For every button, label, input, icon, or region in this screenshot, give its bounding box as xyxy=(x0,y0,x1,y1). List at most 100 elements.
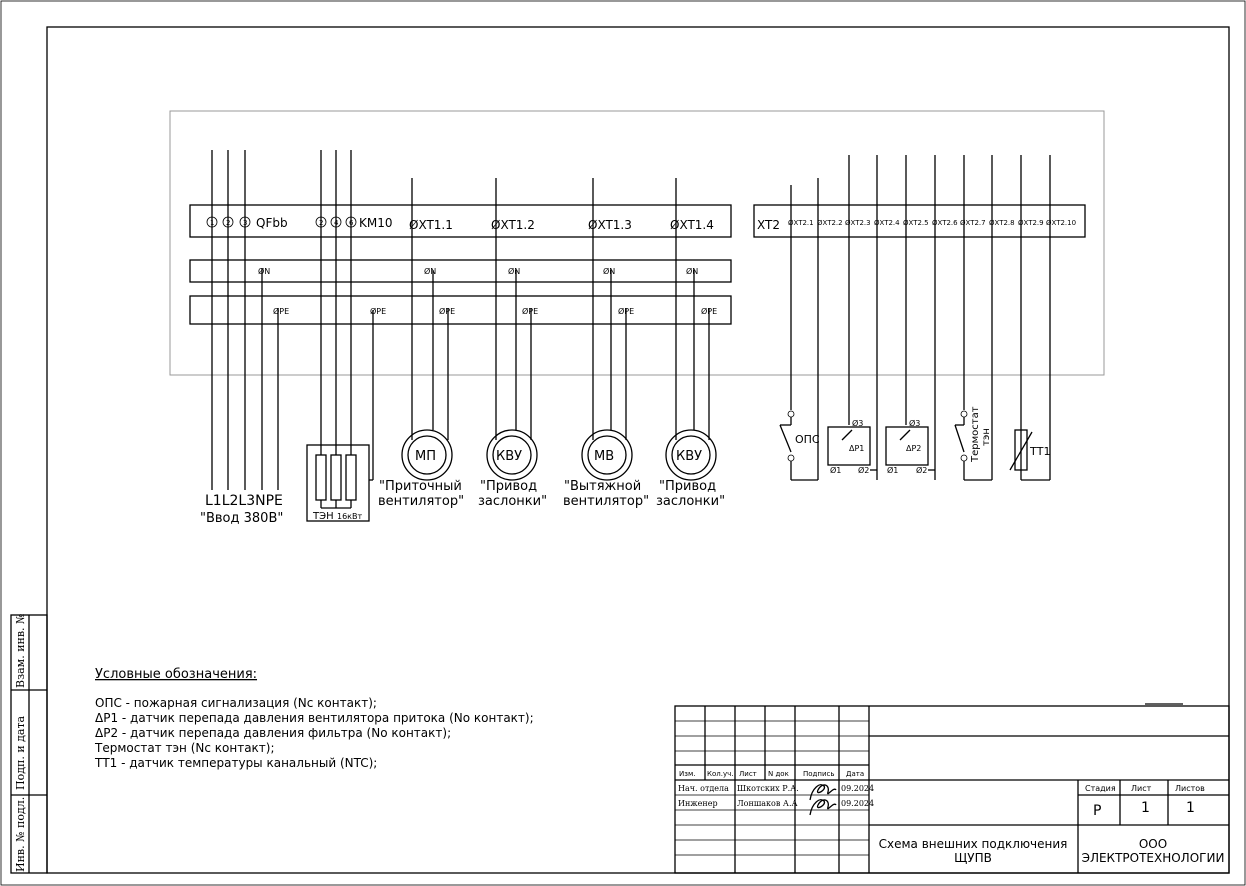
svg-text:Кол.уч.: Кол.уч. xyxy=(707,770,733,778)
svg-text:ØXT2.7: ØXT2.7 xyxy=(960,219,986,227)
xt1-3-label: ØXT1.3 xyxy=(588,218,632,232)
svg-text:"Привод: "Привод xyxy=(659,479,716,494)
input-wire-labels: L1L2L3NPE xyxy=(205,493,283,509)
svg-text:Ø3: Ø3 xyxy=(852,418,863,428)
svg-text:1: 1 xyxy=(1186,800,1195,816)
stamp-replace-inv: Взам. инв. № xyxy=(14,614,27,688)
duct-temp-sensor: ТТ1 xyxy=(1009,429,1050,481)
svg-text:ØPE: ØPE xyxy=(522,306,538,316)
pressure-switch-dp2: ΔР2 Ø3 Ø1 Ø2 xyxy=(885,418,935,475)
xt1-4-label: ØXT1.4 xyxy=(670,218,714,232)
svg-text:ТТ1: ТТ1 xyxy=(1029,445,1050,458)
svg-text:"Привод: "Привод xyxy=(480,479,537,494)
svg-text:Подпись: Подпись xyxy=(803,770,835,778)
km-label: KM10 xyxy=(359,216,393,230)
legend-item: ΔР2 - датчик перепада давления фильтра (… xyxy=(95,726,451,740)
svg-text:ØPE: ØPE xyxy=(273,306,289,316)
svg-text:Шкотских Р.А.: Шкотских Р.А. xyxy=(737,784,799,793)
svg-text:МП: МП xyxy=(415,449,436,464)
svg-text:N док: N док xyxy=(768,770,789,778)
svg-text:Ø3: Ø3 xyxy=(909,418,920,428)
svg-text:ØPE: ØPE xyxy=(370,306,386,316)
svg-text:Ø2: Ø2 xyxy=(916,465,927,475)
svg-text:09.2024: 09.2024 xyxy=(841,799,874,808)
svg-text:Лист: Лист xyxy=(1131,784,1152,793)
svg-text:Дата: Дата xyxy=(846,770,864,778)
svg-text:Ø2: Ø2 xyxy=(858,465,869,475)
svg-text:ТЭН: ТЭН xyxy=(312,511,334,522)
svg-text:Лист: Лист xyxy=(739,770,757,778)
svg-text:09.2024: 09.2024 xyxy=(841,784,874,793)
svg-text:заслонки": заслонки" xyxy=(478,494,547,509)
svg-text:Ø1: Ø1 xyxy=(887,465,898,475)
heater-wires xyxy=(320,150,374,481)
legend-item: ОПС - пожарная сигнализация (Nc контакт)… xyxy=(95,696,377,710)
svg-text:вентилятор": вентилятор" xyxy=(378,494,464,509)
damper-actuator-2: КВУ "Привод заслонки" xyxy=(656,178,725,509)
svg-text:Ø1: Ø1 xyxy=(830,465,841,475)
document-subtitle: ЩУПВ xyxy=(954,851,992,865)
input-wires xyxy=(211,150,279,490)
svg-text:ØN: ØN xyxy=(508,266,520,276)
svg-text:ØXT2.9: ØXT2.9 xyxy=(1018,219,1044,227)
xt2-label: XT2 xyxy=(757,218,780,232)
svg-text:КВУ: КВУ xyxy=(496,449,522,464)
damper-actuator-1: КВУ "Привод заслонки" xyxy=(478,178,547,509)
exhaust-fan: МВ "Вытяжной вентилятор" xyxy=(563,178,649,509)
svg-text:ØN: ØN xyxy=(686,266,698,276)
pe-bus xyxy=(189,295,732,325)
fire-alarm-contact: ОПС xyxy=(779,410,820,481)
svg-text:ØPE: ØPE xyxy=(439,306,455,316)
legend: Условные обозначения: ОПС - пожарная сиг… xyxy=(94,667,534,770)
svg-text:ΔР2: ΔР2 xyxy=(906,444,921,453)
terminal-rail-xt2 xyxy=(753,204,1086,238)
svg-text:ØXT2.8: ØXT2.8 xyxy=(989,219,1015,227)
legend-item: Термостат тэн (Nc контакт); xyxy=(94,741,275,755)
svg-text:ØN: ØN xyxy=(603,266,615,276)
legend-title: Условные обозначения: xyxy=(95,667,257,682)
svg-text:вентилятор": вентилятор" xyxy=(563,494,649,509)
n-bus xyxy=(189,259,732,283)
svg-text:ØXT2.1: ØXT2.1 xyxy=(788,219,814,227)
cabinet-outline xyxy=(169,110,1105,376)
svg-text:ØXT2.6: ØXT2.6 xyxy=(932,219,958,227)
svg-text:16кВт: 16кВт xyxy=(337,512,363,521)
svg-text:"Вытяжной: "Вытяжной xyxy=(564,479,641,494)
signature-2 xyxy=(809,799,837,816)
xt1-1-label: ØXT1.1 xyxy=(409,218,453,232)
signature-1 xyxy=(809,784,837,801)
pe-bus-marks: ØPE ØPE ØPE ØPE ØPE ØPE xyxy=(273,306,717,316)
document-title: Схема внешних подключения xyxy=(879,837,1068,851)
side-stamp: Взам. инв. № Подп. и дата Инв. № подл. xyxy=(10,614,48,874)
svg-text:МВ: МВ xyxy=(594,449,614,464)
svg-text:Стадия: Стадия xyxy=(1085,784,1116,793)
heater-symbol: ТЭН 16кВт xyxy=(306,444,370,522)
input-caption: "Ввод 380В" xyxy=(200,511,283,526)
n-bus-marks: ØN ØN ØN ØN ØN xyxy=(258,266,698,276)
stamp-sign-date: Подп. и дата xyxy=(14,715,27,790)
terminal-rail-xt1 xyxy=(189,204,732,238)
svg-text:КВУ: КВУ xyxy=(676,449,702,464)
drawing-frame xyxy=(46,26,1230,874)
svg-text:Термостат: Термостат xyxy=(970,406,981,463)
svg-text:Лоншаков А.А: Лоншаков А.А xyxy=(737,799,798,808)
svg-text:ØXT2.5: ØXT2.5 xyxy=(903,219,929,227)
svg-text:ОПС: ОПС xyxy=(795,433,820,446)
svg-text:ØXT2.4: ØXT2.4 xyxy=(874,219,900,227)
svg-text:тэн: тэн xyxy=(981,428,992,446)
title-block: Изм. Кол.уч. Лист N док Подпись Дата Нач… xyxy=(674,703,1230,874)
stamp-orig-inv: Инв. № подл. xyxy=(14,797,27,872)
xt1-2-label: ØXT1.2 xyxy=(491,218,535,232)
svg-text:ΔР1: ΔР1 xyxy=(849,444,864,453)
svg-text:Нач. отдела: Нач. отдела xyxy=(678,784,729,793)
svg-text:ØXT2.10: ØXT2.10 xyxy=(1046,219,1076,227)
legend-item: ТТ1 - датчик температуры канальный (NTC)… xyxy=(94,756,377,770)
company-name: ООО xyxy=(1139,837,1167,851)
svg-text:заслонки": заслонки" xyxy=(656,494,725,509)
xt2-wires xyxy=(790,155,1051,480)
legend-item: ΔР1 - датчик перепада давления вентилято… xyxy=(95,711,534,725)
qf-label: QFbb xyxy=(256,216,288,230)
svg-text:ØN: ØN xyxy=(424,266,436,276)
